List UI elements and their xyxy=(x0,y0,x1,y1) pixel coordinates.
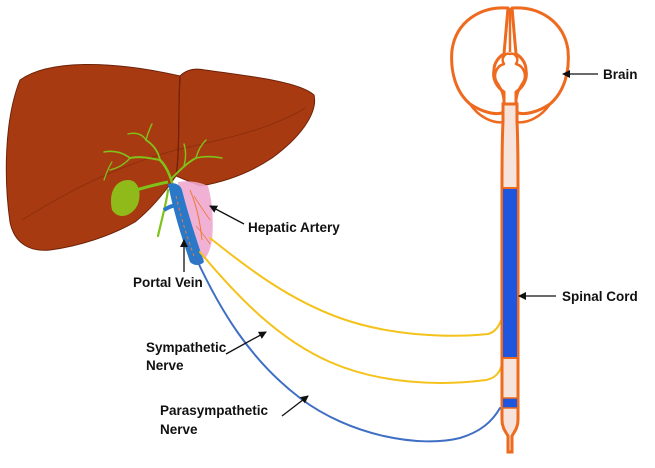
brain xyxy=(450,6,570,124)
liver-divider xyxy=(175,75,181,177)
brain-left-hemisphere xyxy=(450,6,510,116)
brainstem-outline xyxy=(493,52,527,106)
spinal-cord-sacral-segment xyxy=(503,398,517,408)
parasympathetic-label-line2: Nerve xyxy=(160,422,198,437)
sympathetic-nerve-lower xyxy=(199,251,503,384)
labels: Brain Hepatic Artery Portal Vein Spinal … xyxy=(133,67,638,437)
spinal-cord-thoracic-segment xyxy=(503,188,517,358)
parasympathetic-nerve xyxy=(195,257,501,443)
sympathetic-nerve-arrow xyxy=(225,331,267,355)
liver-surface-line xyxy=(21,107,306,221)
brain-right-hemisphere xyxy=(510,6,570,116)
portal-vein-label: Portal Vein xyxy=(133,275,203,290)
portal-vein xyxy=(162,183,204,265)
spinal-cord-label: Spinal Cord xyxy=(562,289,638,304)
liver-right-lobe xyxy=(175,68,316,187)
parasympathetic-nerve-arrow xyxy=(281,395,309,417)
sympathetic-nerve-upper xyxy=(209,237,503,337)
sympathetic-label-line2: Nerve xyxy=(146,358,184,373)
parasympathetic-label-line1: Parasympathetic xyxy=(160,403,269,418)
spinal-cord xyxy=(500,102,520,454)
liver-left-lobe xyxy=(5,63,181,251)
nerves xyxy=(195,237,503,443)
gallbladder xyxy=(110,180,169,217)
brain-label: Brain xyxy=(603,67,638,82)
label-arrows xyxy=(180,70,598,417)
sympathetic-label-line1: Sympathetic xyxy=(146,340,227,355)
hepatic-artery-arrow xyxy=(209,205,245,225)
hepatic-artery-label: Hepatic Artery xyxy=(248,220,340,235)
